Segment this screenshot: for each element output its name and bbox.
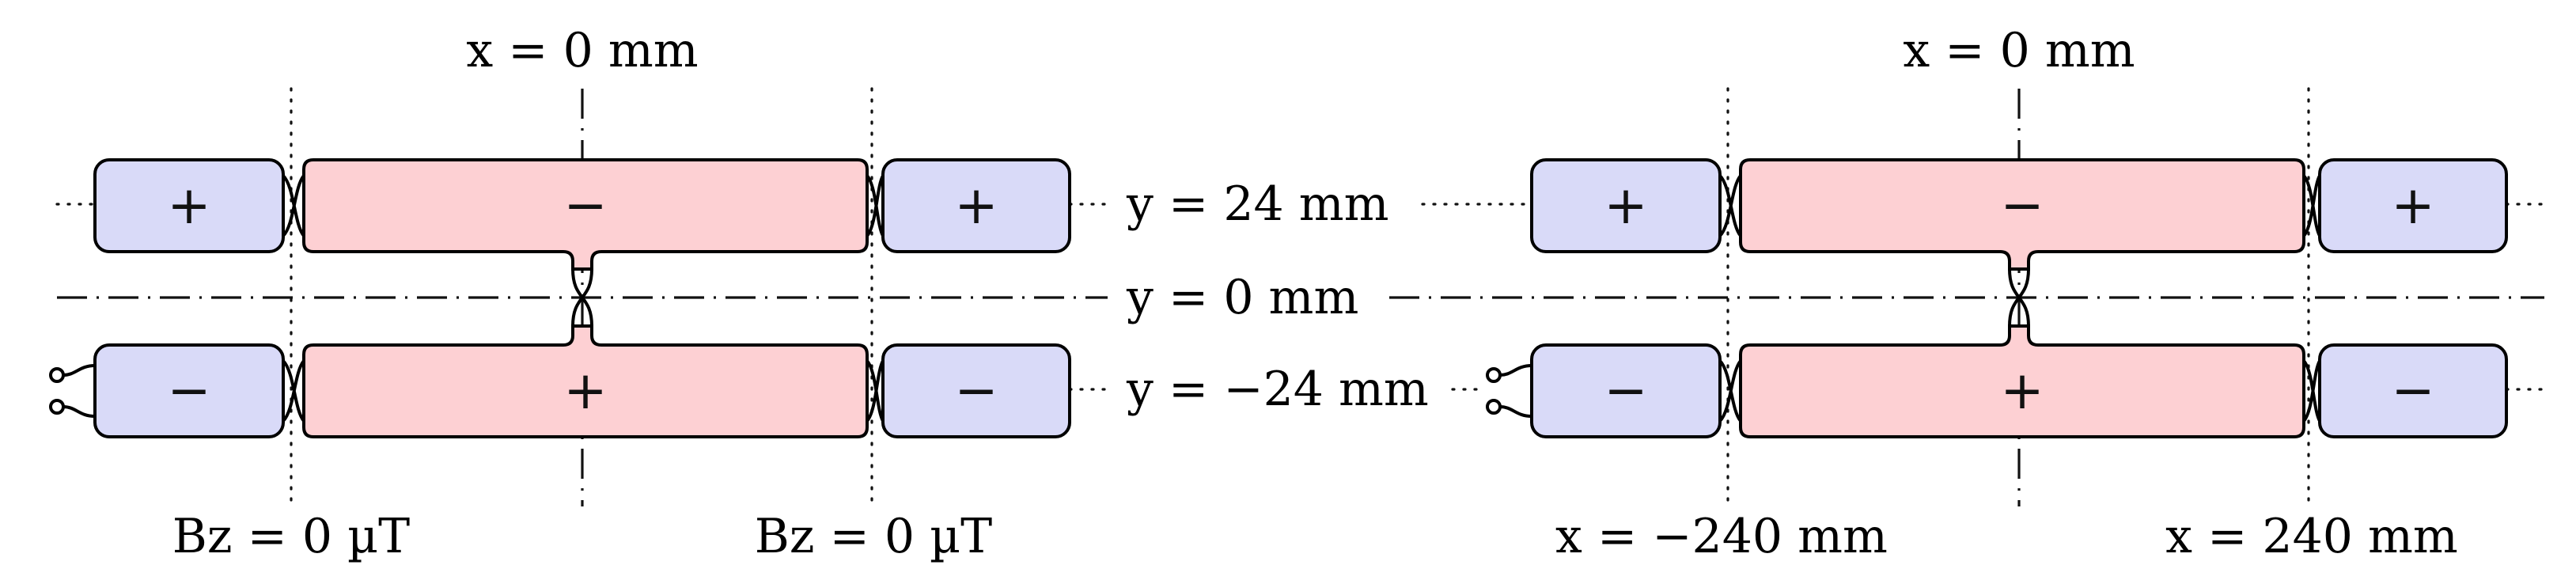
lead-wire-p1 <box>63 364 96 418</box>
sign-top-middle-p1: − <box>563 175 607 236</box>
terminal-upper-p1 <box>49 367 65 383</box>
label-row-bottom: y = −24 mm <box>1126 362 1429 417</box>
sign-top-left-p1: + <box>167 175 210 236</box>
sign-bottom-middle-p2: + <box>2000 360 2044 421</box>
terminal-lower-p1 <box>49 399 65 415</box>
crossover-top-left-p2 <box>1718 174 1742 237</box>
crossover-bottom-left-p1 <box>282 359 305 423</box>
crossover-top-left-p1 <box>282 174 305 237</box>
label-bottom-right-p1: Bz = 0 µT <box>755 509 992 564</box>
coil-top-left-p2 <box>1530 158 1722 253</box>
crossover-bottom-left-p2 <box>1718 359 1742 423</box>
label-row-center: y = 0 mm <box>1126 270 1358 325</box>
lead-wire-p2 <box>1499 364 1532 418</box>
crossover-center-p2 <box>2008 268 2030 327</box>
crossover-bottom-right-p2 <box>2302 359 2321 423</box>
sign-bottom-right-p1: − <box>954 360 998 421</box>
crossover-center-p1 <box>571 268 593 327</box>
panel-1: + − + − + − x = 0 mm y = 24 mm y = 0 mm … <box>49 23 1429 564</box>
terminal-lower-p2 <box>1486 399 1502 415</box>
coil-bottom-left-p1 <box>93 343 285 438</box>
label-bottom-left-p1: Bz = 0 µT <box>172 509 410 564</box>
label-bottom-left-p2: x = −240 mm <box>1555 509 1888 564</box>
sign-bottom-middle-p1: + <box>563 360 607 421</box>
panel-2: + − + − + − x = 0 mm x = −240 mm x = 240… <box>1389 23 2546 564</box>
sign-bottom-left-p2: − <box>1604 360 1647 421</box>
label-top-x-p2: x = 0 mm <box>1903 23 2135 78</box>
label-bottom-right-p2: x = 240 mm <box>2165 509 2458 564</box>
coil-bottom-middle-p2 <box>1739 324 2305 438</box>
sign-top-right-p1: + <box>954 175 998 236</box>
label-top-x-p1: x = 0 mm <box>466 23 698 78</box>
coil-top-left-p1 <box>93 158 285 253</box>
coil-top-right-p1 <box>881 158 1071 253</box>
crossover-top-right-p2 <box>2302 174 2321 237</box>
sign-bottom-left-p1: − <box>167 360 210 421</box>
coil-top-right-p2 <box>2318 158 2508 253</box>
coil-bottom-middle-p1 <box>302 324 869 438</box>
crossover-top-right-p1 <box>866 174 885 237</box>
sign-top-middle-p2: − <box>2000 175 2044 236</box>
coil-bottom-right-p2 <box>2318 343 2508 438</box>
label-row-top: y = 24 mm <box>1126 176 1389 232</box>
coil-bottom-right-p1 <box>881 343 1071 438</box>
crossover-bottom-right-p1 <box>866 359 885 423</box>
terminal-upper-p2 <box>1486 367 1502 383</box>
sign-top-left-p2: + <box>1604 175 1647 236</box>
coil-bottom-left-p2 <box>1530 343 1722 438</box>
sign-top-right-p2: + <box>2391 175 2434 236</box>
sign-bottom-right-p2: − <box>2391 360 2434 421</box>
